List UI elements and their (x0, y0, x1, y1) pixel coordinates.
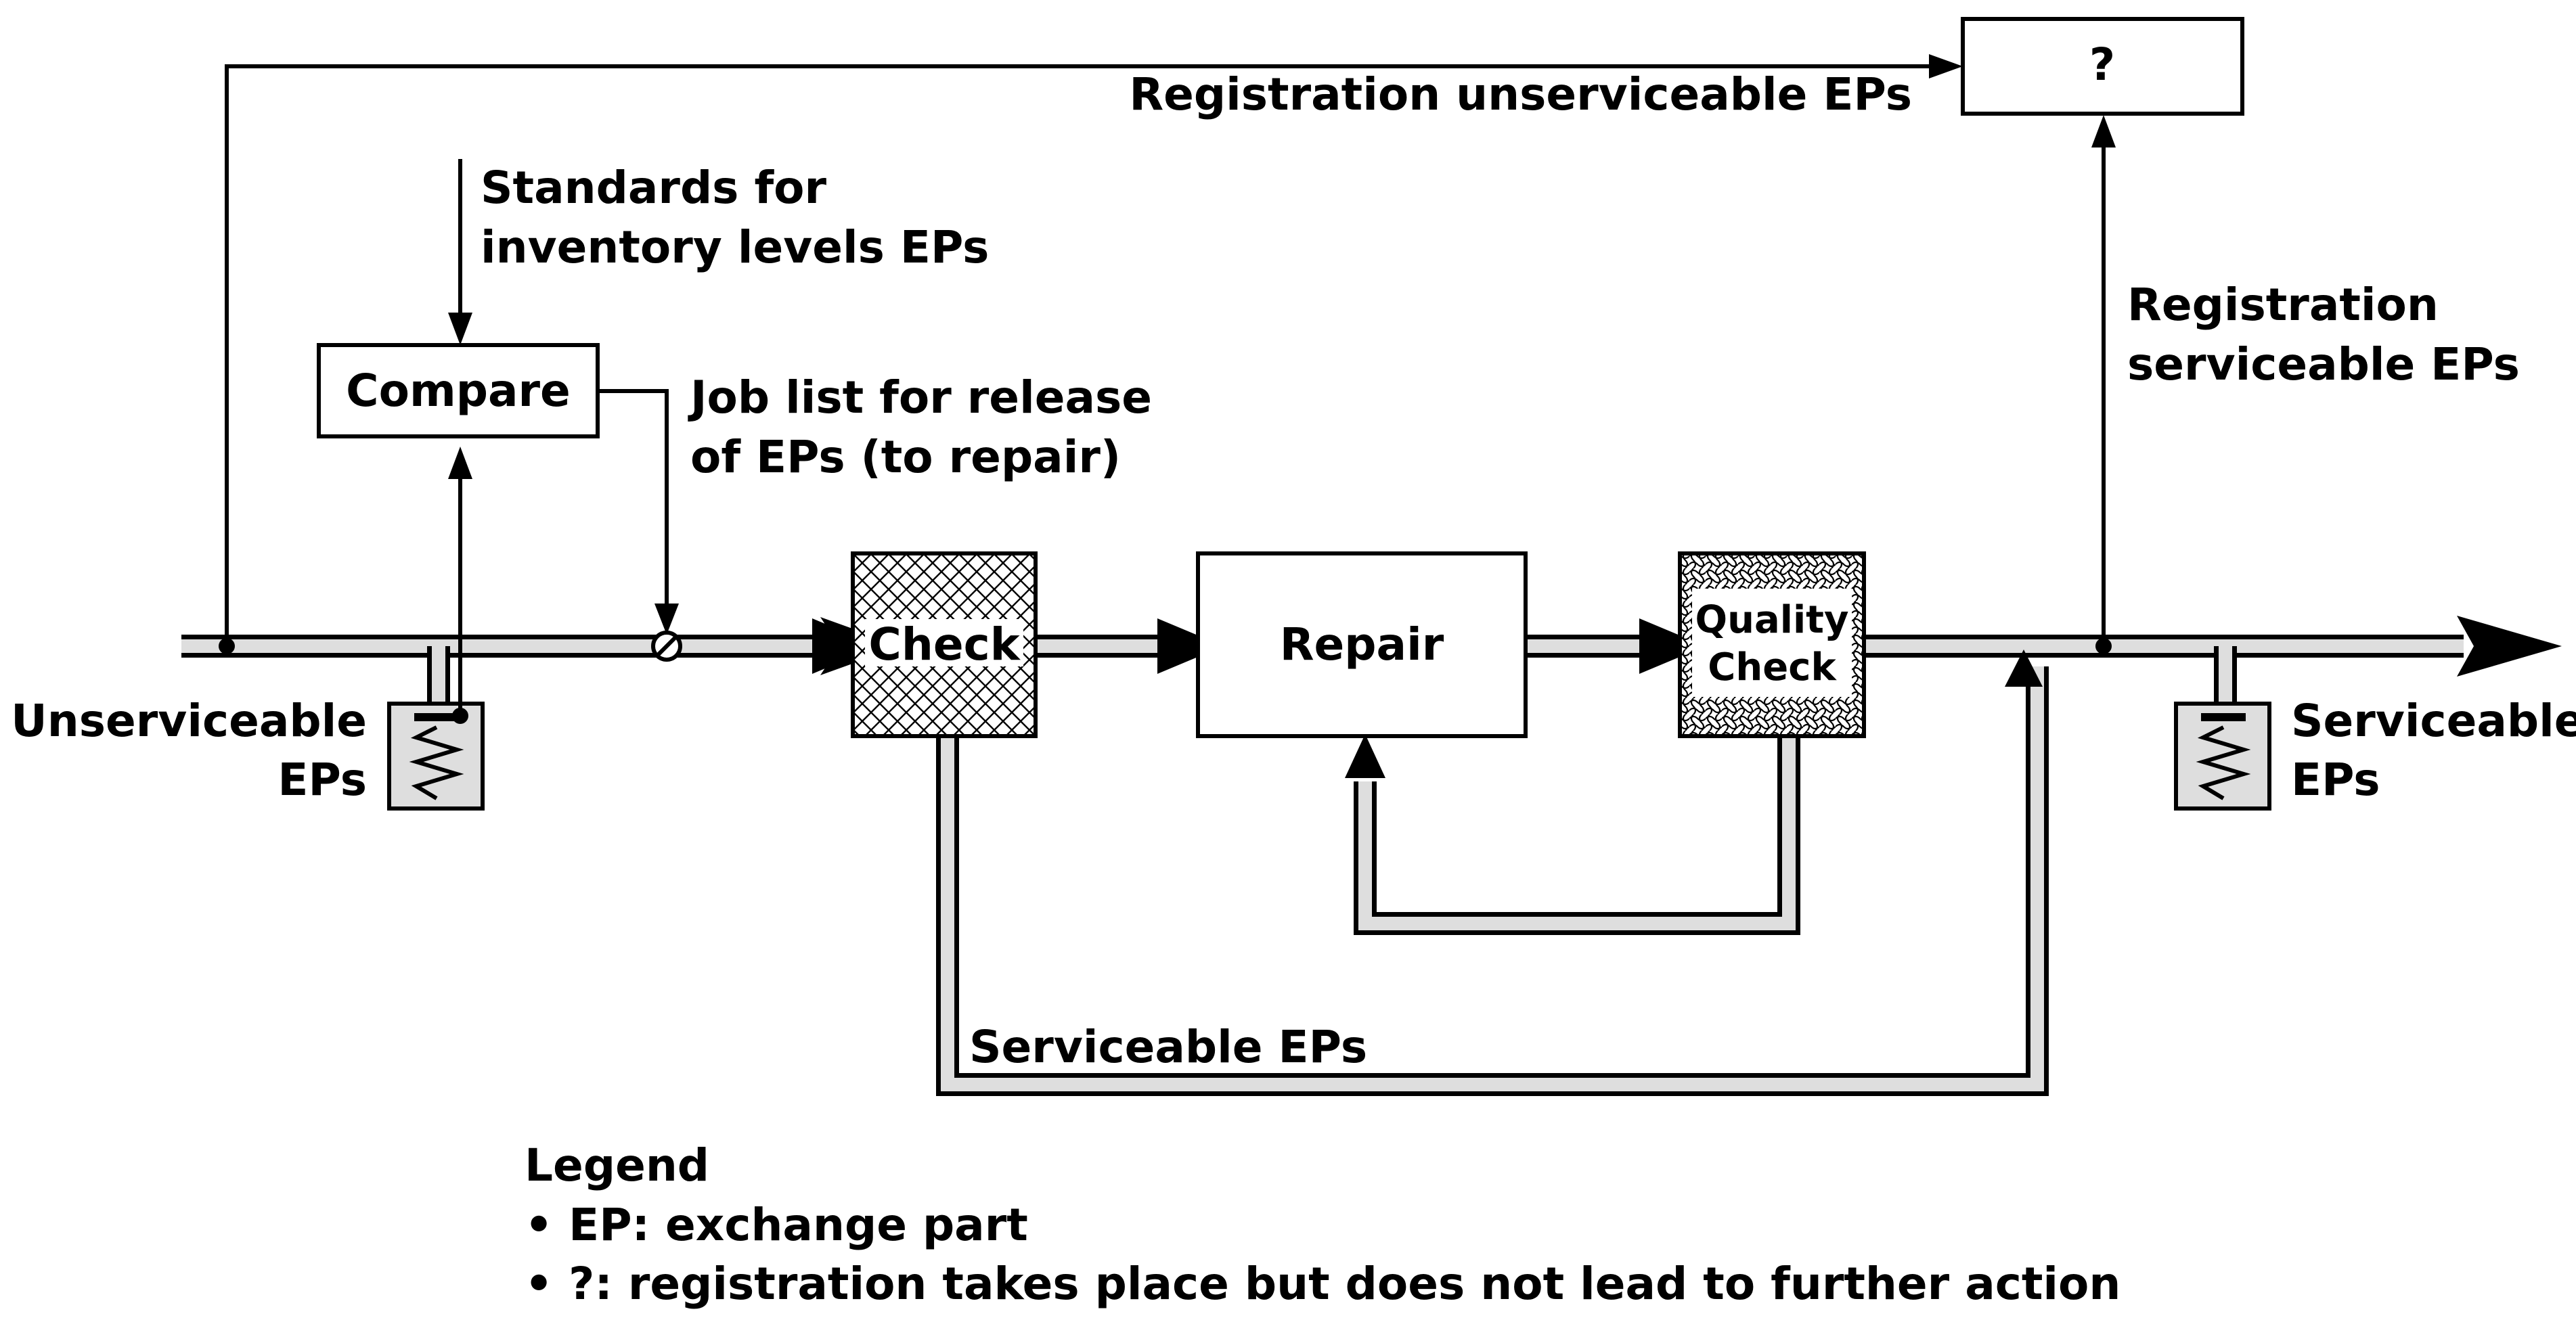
serviceable-eps-stock-label-line1: Serviceable (2291, 695, 2576, 747)
inventory-reading-line (448, 447, 472, 724)
job-list-label-line1: Job list for release (688, 371, 1152, 424)
unserviceable-stock-icon (387, 702, 485, 811)
release-valve-icon (651, 631, 682, 662)
flow-arrow-to-check (820, 617, 854, 675)
compare-box: Compare (317, 343, 600, 438)
flow-arrow-to-check (812, 618, 854, 674)
job-list-label-line2: of EPs (to repair) (690, 431, 1121, 483)
registration-unserviceable-line (219, 54, 1963, 654)
registration-serviceable-label-line2: serviceable EPs (2127, 338, 2520, 390)
legend-item: • ?: registration takes place but does n… (525, 1258, 2120, 1310)
flow-arrow-bypass-merge (2005, 650, 2043, 687)
check-box: Check (851, 551, 1038, 738)
repair-box-label: Repair (1280, 618, 1444, 670)
legend: Legend • EP: exchange part • ?: registra… (525, 1139, 2120, 1310)
flow-arrow-rework-into-repair (1345, 734, 1385, 778)
flow-arrow-to-quality-check (1639, 618, 1681, 674)
unserviceable-eps-label-line1: Unserviceable (11, 695, 367, 747)
standards-line (448, 159, 472, 345)
quality-check-label-line2: Check (1708, 645, 1837, 689)
rework-loop-pipe (1354, 734, 1800, 935)
serviceable-bypass-pipe (936, 666, 2049, 1096)
flow-arrow-to-repair (1157, 618, 1199, 674)
serviceable-eps-stock-label-line2: EPs (2291, 754, 2380, 806)
check-box-label: Check (868, 618, 1021, 670)
job-list-line (599, 389, 679, 635)
standards-label-line1: Standards for (481, 162, 827, 214)
serviceable-stock-icon (2174, 702, 2271, 811)
unknown-box: ? (1961, 17, 2244, 116)
quality-check-label-line1: Quality (1695, 598, 1849, 642)
legend-item: • EP: exchange part (525, 1199, 1028, 1251)
legend-title: Legend (525, 1139, 709, 1191)
quality-check-box: Quality Check (1678, 551, 1866, 738)
registration-serviceable-line (2091, 115, 2116, 654)
registration-serviceable-label-line1: Registration (2127, 279, 2439, 331)
registration-unserviceable-label: Registration unserviceable EPs (1129, 68, 1912, 120)
standards-label-line2: inventory levels EPs (481, 221, 989, 273)
serviceable-eps-bypass-label: Serviceable EPs (969, 1021, 1367, 1073)
compare-box-label: Compare (346, 365, 571, 417)
repair-box: Repair (1196, 551, 1528, 738)
unserviceable-eps-label-line2: EPs (277, 754, 367, 806)
unknown-box-label: ? (2089, 39, 2115, 91)
flow-arrow-output (2457, 616, 2562, 677)
